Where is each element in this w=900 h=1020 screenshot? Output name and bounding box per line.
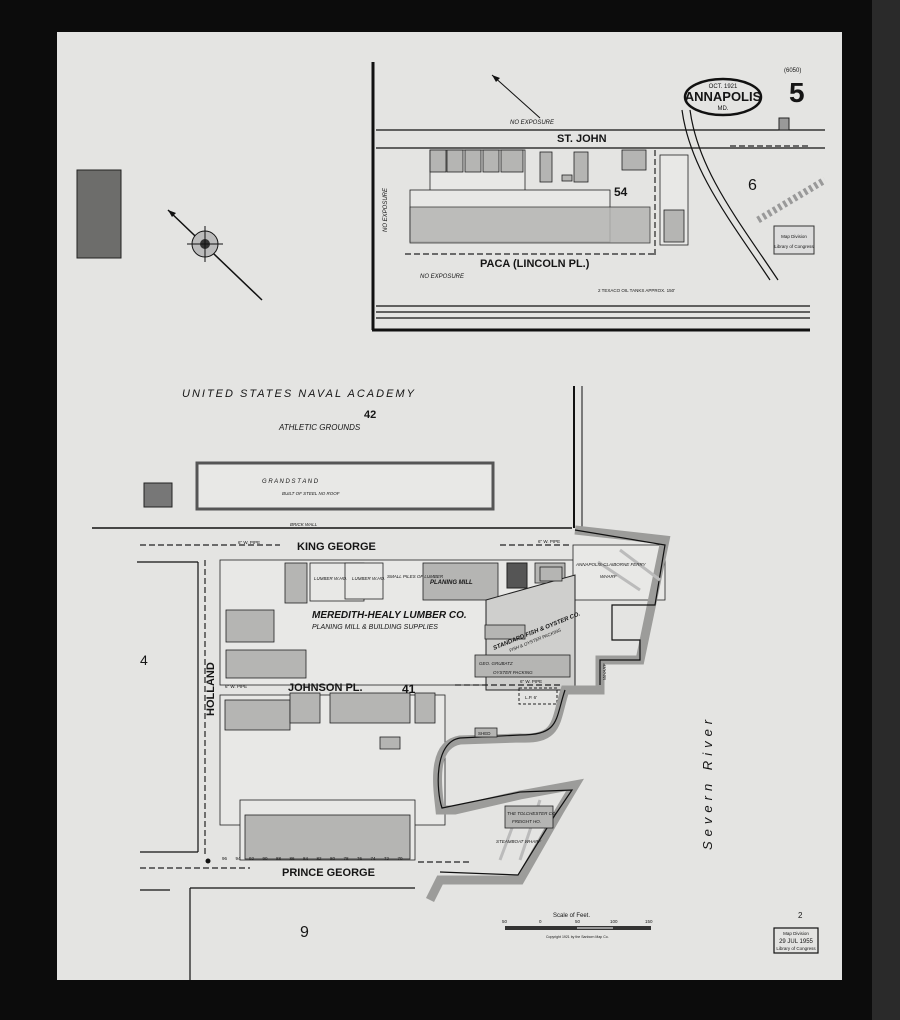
house-number: 70 [398, 856, 404, 861]
house-number: 90 [263, 856, 269, 861]
scale-tick: 0 [539, 919, 542, 924]
inset-map: Map Division Library of Congress ST. JOH… [371, 62, 827, 332]
house-number: 74 [371, 856, 377, 861]
inset-stamp-line1: Map Division [781, 234, 807, 239]
house-number: 80 [330, 856, 336, 861]
scale-bar: Scale of Feet. 50 0 50 100 150 Copyright… [502, 913, 653, 939]
inset-stamp [773, 225, 815, 255]
note-no-exposure-top: NO EXPOSURE [510, 120, 555, 126]
sheet-date: OCT. 1921 [709, 84, 738, 90]
pipe-label: 6" W. PIPE [538, 539, 560, 544]
steamboat-wharf-label: STEAMBOAT WHARF [496, 839, 541, 844]
house-number: 78 [344, 856, 350, 861]
note-oil-tanks: 2 TEXACO OIL TANKS APPROX. 150' [598, 288, 675, 293]
pipe-label: 6" W. PIPE [520, 679, 542, 684]
compass-rose-icon [167, 209, 263, 301]
grubatz-subtitle: OYSTER PACKING [493, 670, 533, 675]
sheet-number: 5 [789, 77, 805, 108]
main-map: UNITED STATES NAVAL ACADEMY 42 ATHLETIC … [92, 386, 715, 980]
grand-stand-label: G R A N D S T A N D [262, 479, 319, 485]
small-piles-label: SMALL PILES OF LUMBER [387, 574, 444, 579]
street-label-paca: PACA (LINCOLN PL.) [480, 258, 590, 270]
lumber-co-label: MEREDITH-HEALY LUMBER CO. [312, 610, 467, 621]
house-number: 88 [276, 856, 282, 861]
stamp-date: 29 JUL 1955 [779, 939, 813, 945]
house-number: 92 [249, 856, 255, 861]
shed-label: SHED [478, 731, 491, 736]
ferry-label: ANNAPOLIS-CLAIBORNE FERRY [575, 562, 647, 567]
house-number: 86 [290, 856, 296, 861]
grubatz-label: GEO. GRUBATZ [479, 661, 513, 666]
color-key-swatch-small [143, 482, 173, 508]
house-number: 94 [236, 856, 242, 861]
library-stamp: Map Division 29 JUL 1955 Library of Cong… [773, 927, 819, 954]
river-label: Severn River [700, 715, 715, 850]
pipe-label: 6" W. PIPE [225, 684, 247, 689]
copyright-notice: Copyright 1921 by the Sanborn Map Co. [546, 935, 609, 939]
pipe-label: 6" W. PIPE [238, 540, 260, 545]
sheet-city: ANNAPOLIS [685, 89, 762, 104]
scale-tick: 50 [502, 919, 508, 924]
corner-number: 2 [798, 911, 803, 920]
grand-stand [195, 461, 495, 511]
house-number: 96 [222, 856, 228, 861]
house-number: 76 [357, 856, 363, 861]
scale-tick: 100 [610, 919, 618, 924]
sheet-state: MD. [718, 106, 729, 112]
street-label-holland: HOLLAND [205, 662, 217, 716]
athletic-grounds-label: ATHLETIC GROUNDS [278, 423, 361, 432]
tolchester-subtitle: FREIGHT HO. [512, 819, 541, 824]
wharf-label: WHARF [602, 663, 607, 680]
stamp-line1: Map Division [783, 931, 809, 936]
scale-tick: 50 [575, 919, 581, 924]
lumber-warehouse-1: LUMBER W.HO. [314, 576, 347, 581]
color-key-swatch [76, 169, 122, 259]
house-number: 84 [303, 856, 309, 861]
street-label-king-george: KING GEORGE [297, 541, 376, 553]
house-number: 72 [384, 856, 390, 861]
inset-adjacent-sheet: 6 [748, 177, 757, 194]
grand-stand-note: BUILT OF STEEL NO ROOF [282, 491, 340, 496]
street-label-prince-george: PRINCE GEORGE [282, 867, 375, 879]
lumber-warehouse-2: LUMBER W.HO. [352, 576, 385, 581]
planing-mill-label: PLANING MILL [430, 580, 473, 586]
title-cartouche: OCT. 1921 ANNAPOLIS MD. [683, 77, 763, 117]
brick-wall-label: BRICK WALL [290, 522, 318, 527]
inset-block-number: 54 [614, 185, 628, 199]
adjacent-sheet-left: 4 [140, 652, 148, 668]
sheet-subnote: (6050) [784, 68, 801, 74]
note-no-exposure-left: NO EXPOSURE [383, 187, 389, 232]
scale-label: Scale of Feet. [553, 913, 590, 919]
lpa-label: L.P. 6' [525, 695, 537, 700]
house-number: 82 [317, 856, 323, 861]
lumber-co-subtitle: PLANING MILL & BUILDING SUPPLIES [312, 624, 438, 631]
block-number-41: 41 [402, 682, 416, 696]
scale-tick: 150 [645, 919, 653, 924]
note-no-exposure-bottom: NO EXPOSURE [420, 274, 465, 280]
inset-stamp-line2: Library of Congress [774, 244, 814, 249]
house-numbers-prince-george: 96 94 92 90 88 86 84 82 80 78 76 74 72 70 [222, 856, 403, 861]
street-label-johnson-pl: JOHNSON PL. [288, 682, 363, 694]
ferry-wharf-label: WHARF [600, 574, 617, 579]
scan-edge [872, 0, 900, 1020]
street-label-st-john: ST. JOHN [557, 133, 607, 145]
stamp-line3: Library of Congress [776, 946, 816, 951]
tolchester-label: THE TOLCHESTER CO. [507, 811, 557, 816]
adjacent-sheet-bottom: 9 [300, 924, 309, 941]
academy-title: UNITED STATES NAVAL ACADEMY [182, 388, 416, 400]
academy-block-number: 42 [364, 409, 376, 421]
